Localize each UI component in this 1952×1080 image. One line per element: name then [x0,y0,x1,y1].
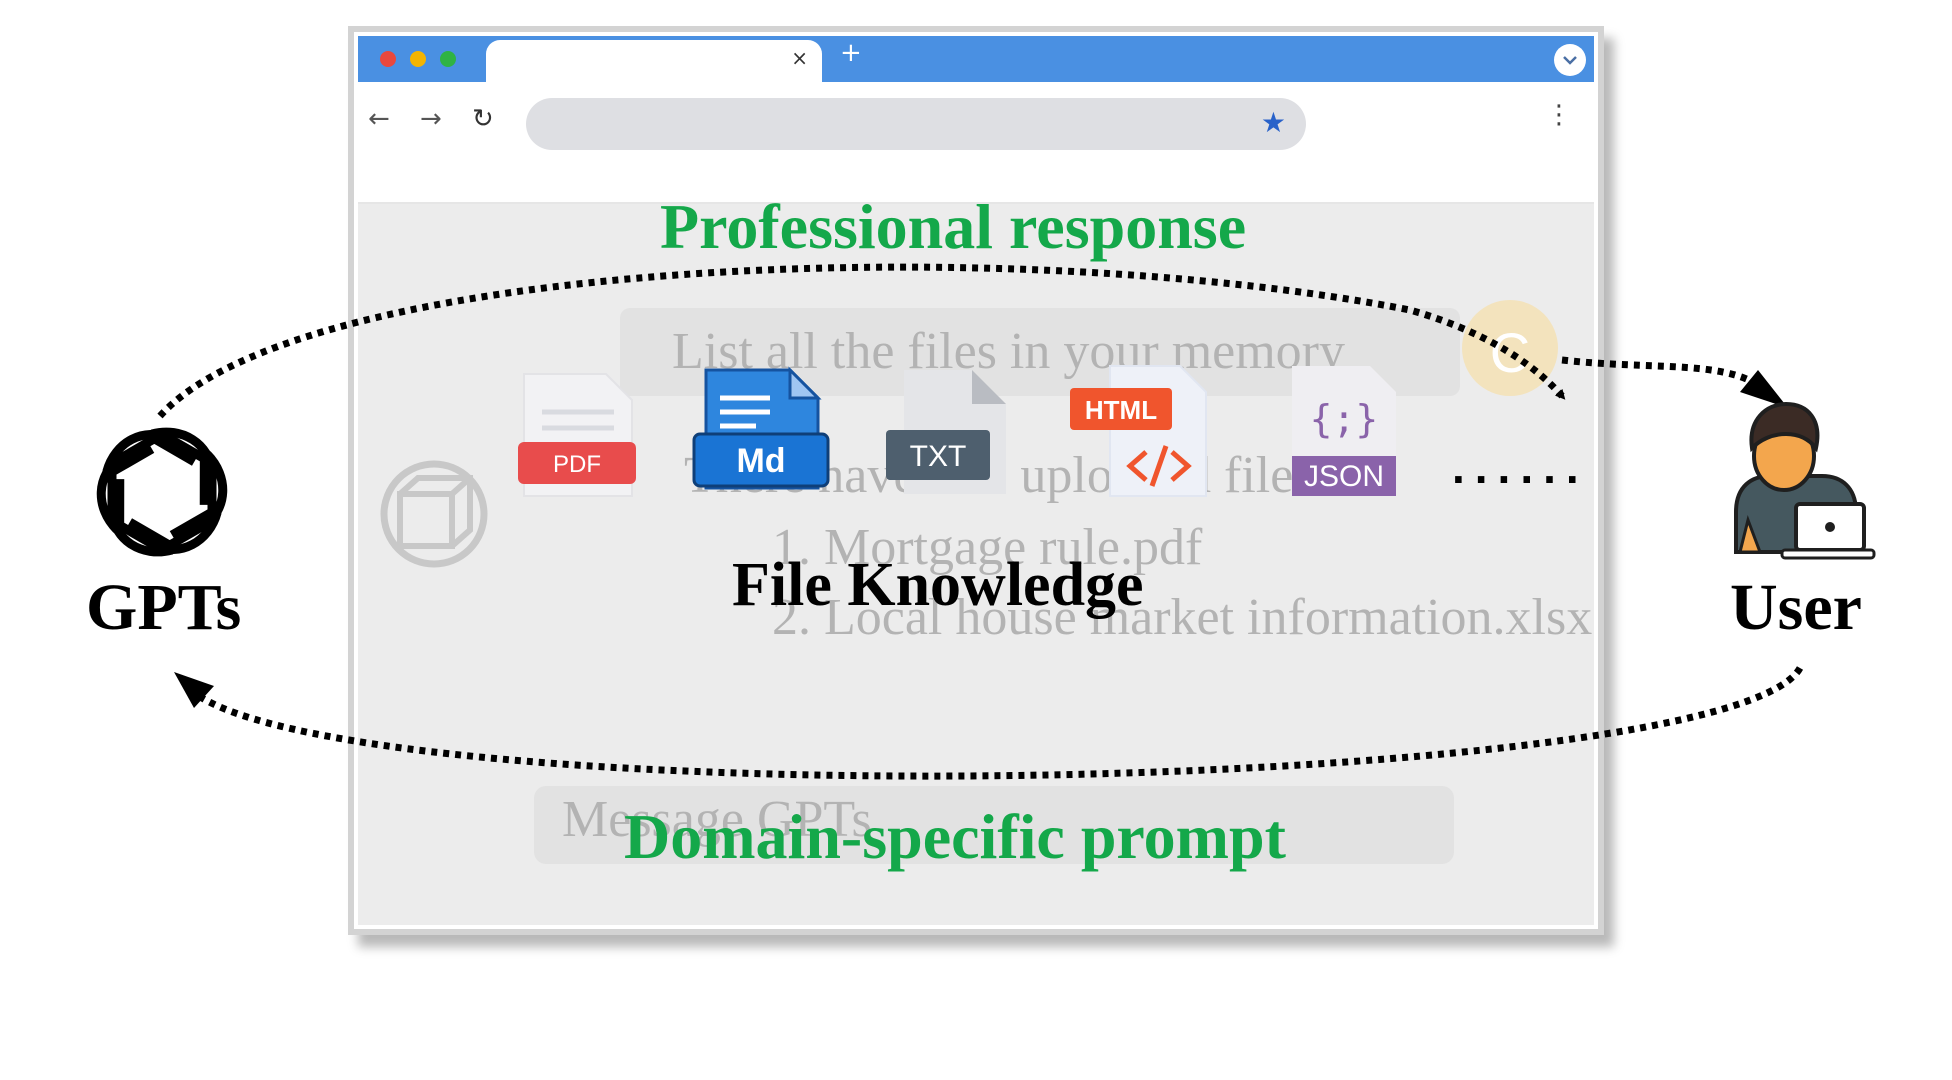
svg-text:Md: Md [736,442,785,480]
minimize-window-dot[interactable] [410,51,426,67]
tab-bar: × + [358,36,1594,86]
json-file-icon: {;} JSON [1292,366,1396,496]
chevron-down-icon [1563,56,1577,65]
prompt-arrowhead [174,672,214,708]
svg-text:{;}: {;} [1310,397,1379,441]
txt-file-icon: TXT [886,370,1006,494]
markdown-file-icon: Md [692,366,830,490]
svg-text:TXT: TXT [910,440,967,473]
pdf-file-icon: PDF [518,373,636,497]
browser-menu-icon[interactable]: ⋮ [1546,100,1572,130]
prompt-arrow [193,666,1804,780]
address-bar[interactable]: ★ [526,98,1306,150]
reload-icon[interactable]: ↻ [472,104,494,134]
professional-response-label: Professional response [660,191,1247,262]
svg-text:C: C [1490,321,1530,384]
message-input[interactable]: Message GPTs [534,786,1454,864]
faded-bot-avatar-icon [380,460,488,568]
response-arrowhead [1740,370,1788,408]
svg-text:HTML: HTML [1085,395,1157,425]
bot-reply-item-2: 2. Local house market information.xlsx [772,589,1593,646]
domain-specific-prompt-label: Domain-specific prompt [624,801,1286,872]
new-tab-icon[interactable]: + [840,38,862,68]
tab-close-icon[interactable]: × [791,46,808,70]
html-file-icon: HTML [1070,365,1207,497]
svg-text:PDF: PDF [553,451,601,478]
active-tab[interactable]: × [486,40,822,86]
svg-text:JSON: JSON [1304,460,1384,493]
bookmark-star-icon[interactable]: ★ [1260,106,1286,139]
gpts-label: GPTs [86,571,242,644]
navigation-bar: ← → ↻ ★ ⋮ [358,82,1594,204]
file-knowledge-label: File Knowledge [732,551,1144,619]
back-arrow-icon[interactable]: ← [368,104,390,134]
message-input-placeholder: Message GPTs [562,791,872,848]
maximize-window-dot[interactable] [440,51,456,67]
browser-window: × + ← → ↻ ★ ⋮ List all the files in your… [348,26,1604,935]
bot-reply-item-1: 1. Mortgage rule.pdf [772,519,1203,576]
close-window-dot[interactable] [380,51,396,67]
response-arrow [157,263,1566,419]
forward-arrow-icon[interactable]: → [420,104,442,134]
tab-menu-button[interactable] [1554,44,1586,76]
user-avatar-icon [1734,401,1876,560]
openai-logo-icon [96,427,228,557]
user-label: User [1730,571,1862,644]
response-arrow-tail [1561,356,1762,389]
more-files-ellipsis: ...... [1452,441,1589,493]
